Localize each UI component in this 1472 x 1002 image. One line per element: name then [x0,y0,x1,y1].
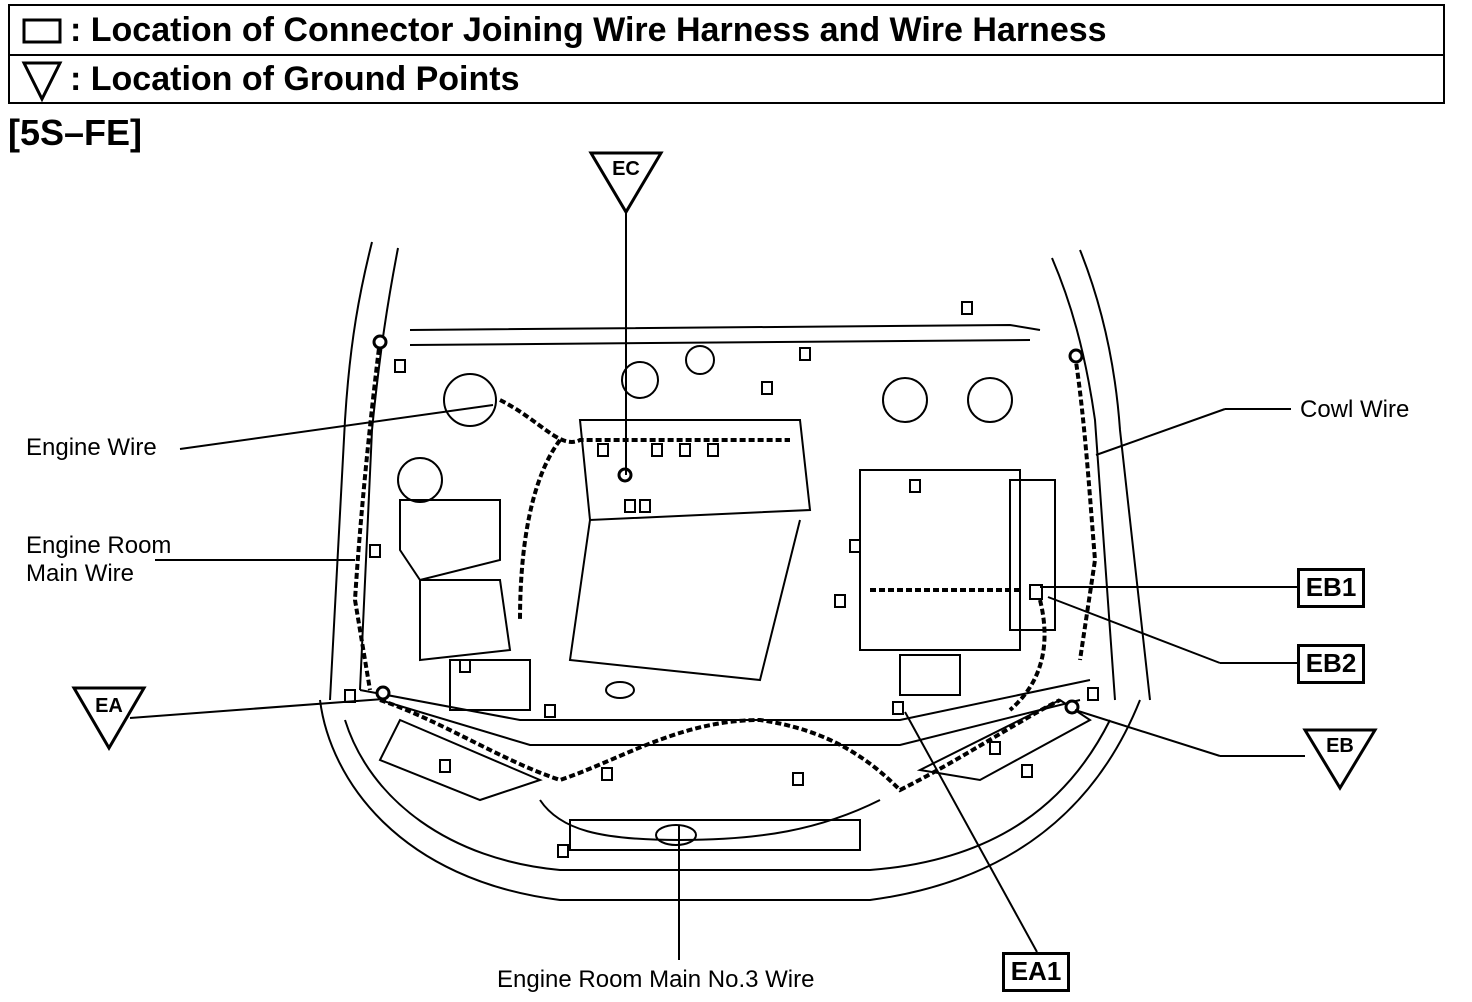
legend-connector-text: : Location of Connector Joining Wire Har… [70,11,1107,49]
legend-box: : Location of Connector Joining Wire Har… [8,4,1445,104]
label-cowl-wire: Cowl Wire [1300,396,1410,423]
connector-label-eb1: EB1 [1297,568,1365,608]
legend-connector-row: : Location of Connector Joining Wire Har… [10,6,1443,56]
legend-ground-text: : Location of Ground Points [70,60,520,98]
connector-label-ea1: EA1 [1002,952,1070,992]
engine-code-title: [5S–FE] [8,112,143,153]
rectangle-icon [22,18,62,44]
legend-ground-row: : Location of Ground Points [10,55,1443,103]
label-engine-room-main-wire: Engine Room Main Wire [26,532,172,587]
down-triangle-icon [21,61,63,103]
ground-label-ea: EA [95,695,123,717]
ground-label-eb: EB [1326,735,1354,757]
connector-label-eb2: EB2 [1297,644,1365,684]
label-engine-room-main-no3-wire: Engine Room Main No.3 Wire [497,966,815,993]
ground-label-ec: EC [612,158,640,180]
label-engine-wire: Engine Wire [26,434,157,461]
